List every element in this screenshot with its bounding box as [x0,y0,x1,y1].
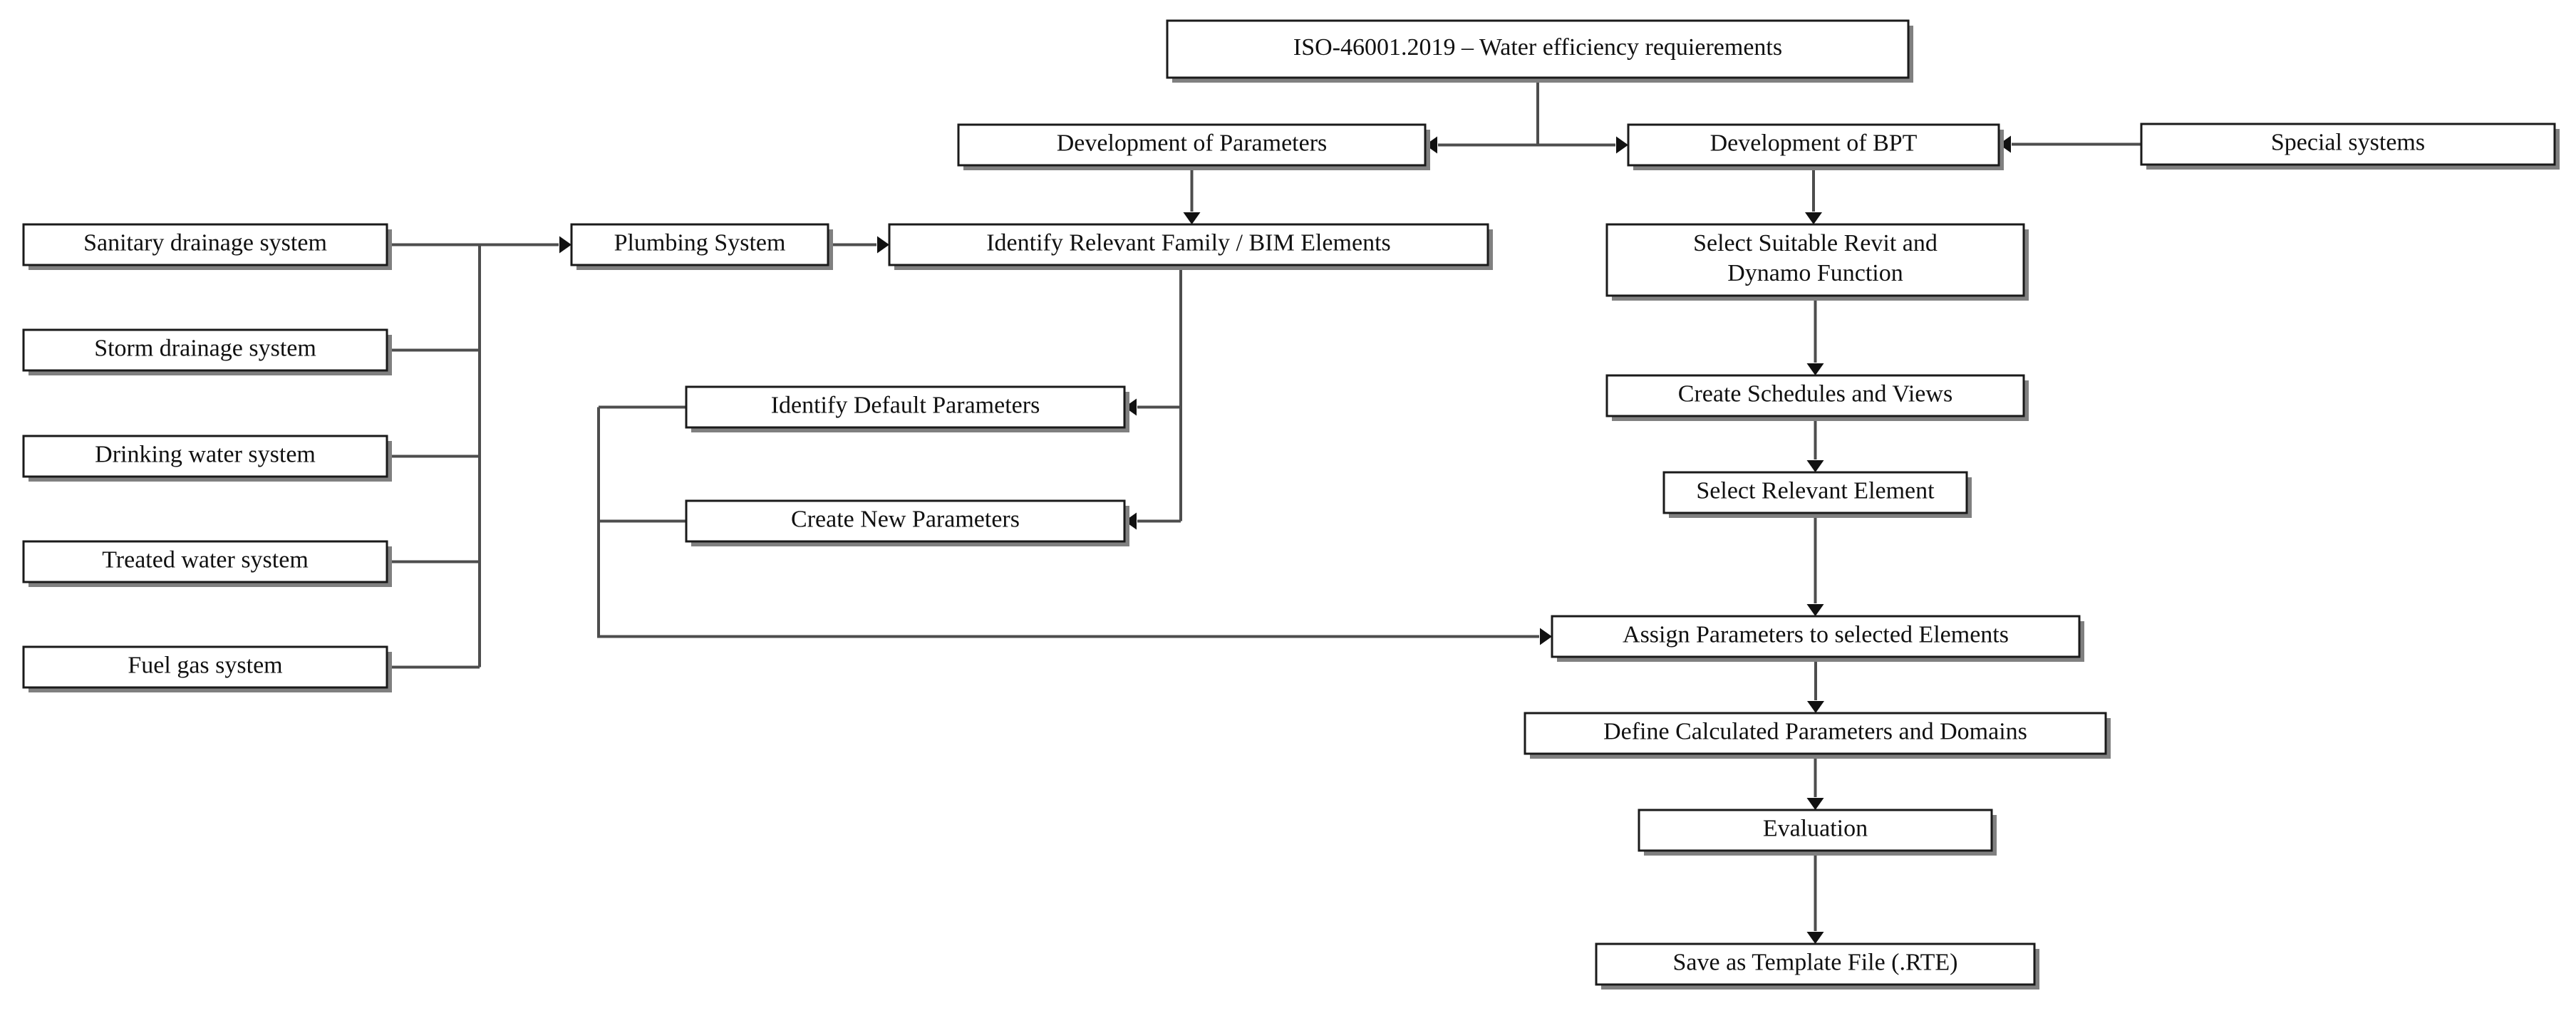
connector-revit-to-schedules [1806,296,1824,375]
node-label-plumbing-system: Plumbing System [614,229,786,256]
node-identify-default-parameters[interactable]: Identify Default Parameters [685,385,1129,432]
node-label-drinking-water: Drinking water system [95,441,316,467]
connector-layer [387,78,2141,944]
node-label-evaluation: Evaluation [1763,815,1868,841]
connector-family-to-new [1124,512,1181,530]
node-label-development-parameters: Development of Parameters [1057,130,1328,156]
node-label-development-bpt: Development of BPT [1710,130,1918,156]
connector-param-bus [597,407,1552,645]
node-fuel-gas[interactable]: Fuel gas system [22,645,392,692]
connector-bus-to-plumbing [480,236,571,254]
connector-define-to-eval [1806,754,1824,810]
node-label-save-template: Save as Template File (.RTE) [1672,949,1957,975]
node-select-relevant-element[interactable]: Select Relevant Element [1662,471,1972,518]
node-sanitary-drainage[interactable]: Sanitary drainage system [22,223,392,270]
node-label-storm-drainage: Storm drainage system [94,335,316,361]
node-label-assign-parameters: Assign Parameters to selected Elements [1623,621,2009,648]
connector-assign-to-define [1807,657,1824,713]
node-save-template[interactable]: Save as Template File (.RTE) [1595,942,2039,990]
connector-eval-to-save [1806,851,1824,944]
node-label-select-relevant-element: Select Relevant Element [1696,477,1935,504]
node-label-iso-standard: ISO-46001.2019 – Water efficiency requie… [1293,34,1782,61]
node-plumbing-system[interactable]: Plumbing System [570,223,833,270]
connector-plumbing-to-family [828,236,889,254]
node-label-fuel-gas: Fuel gas system [128,652,282,678]
node-evaluation[interactable]: Evaluation [1638,809,1997,856]
node-define-calculated[interactable]: Define Calculated Parameters and Domains [1524,712,2111,759]
connector-schedules-to-element [1806,416,1824,472]
connector-element-to-assign [1806,513,1824,616]
node-label-create-schedules: Create Schedules and Views [1678,380,1952,407]
node-development-parameters[interactable]: Development of Parameters [957,123,1430,170]
node-label-treated-water: Treated water system [102,546,309,573]
connector-iso-to-params [1425,78,1539,154]
node-drinking-water[interactable]: Drinking water system [22,435,392,482]
node-iso-standard[interactable]: ISO-46001.2019 – Water efficiency requie… [1166,19,1913,83]
node-storm-drainage[interactable]: Storm drainage system [22,328,392,375]
connector-family-branch-default [1124,398,1181,416]
node-label-special-systems: Special systems [2271,129,2425,155]
node-create-new-parameters[interactable]: Create New Parameters [685,499,1129,546]
node-identify-family[interactable]: Identify Relevant Family / BIM Elements [888,223,1493,270]
node-assign-parameters[interactable]: Assign Parameters to selected Elements [1551,615,2084,662]
node-label-create-new-parameters: Create New Parameters [791,506,1020,532]
node-layer: ISO-46001.2019 – Water efficiency requie… [22,19,2560,990]
connector-special-to-bpt [1999,135,2141,153]
connector-bpt-to-revit [1805,165,1822,224]
node-label-sanitary-drainage: Sanitary drainage system [83,229,327,256]
node-label-identify-family: Identify Relevant Family / BIM Elements [986,229,1391,256]
connector-params-to-family [1183,165,1201,224]
connector-iso-to-bpt [1538,136,1628,154]
node-label-define-calculated: Define Calculated Parameters and Domains [1603,718,2027,744]
node-label-identify-default-parameters: Identify Default Parameters [771,392,1040,418]
node-development-bpt[interactable]: Development of BPT [1627,123,2004,170]
node-treated-water[interactable]: Treated water system [22,540,392,587]
node-special-systems[interactable]: Special systems [2140,123,2560,170]
node-create-schedules[interactable]: Create Schedules and Views [1605,374,2029,421]
